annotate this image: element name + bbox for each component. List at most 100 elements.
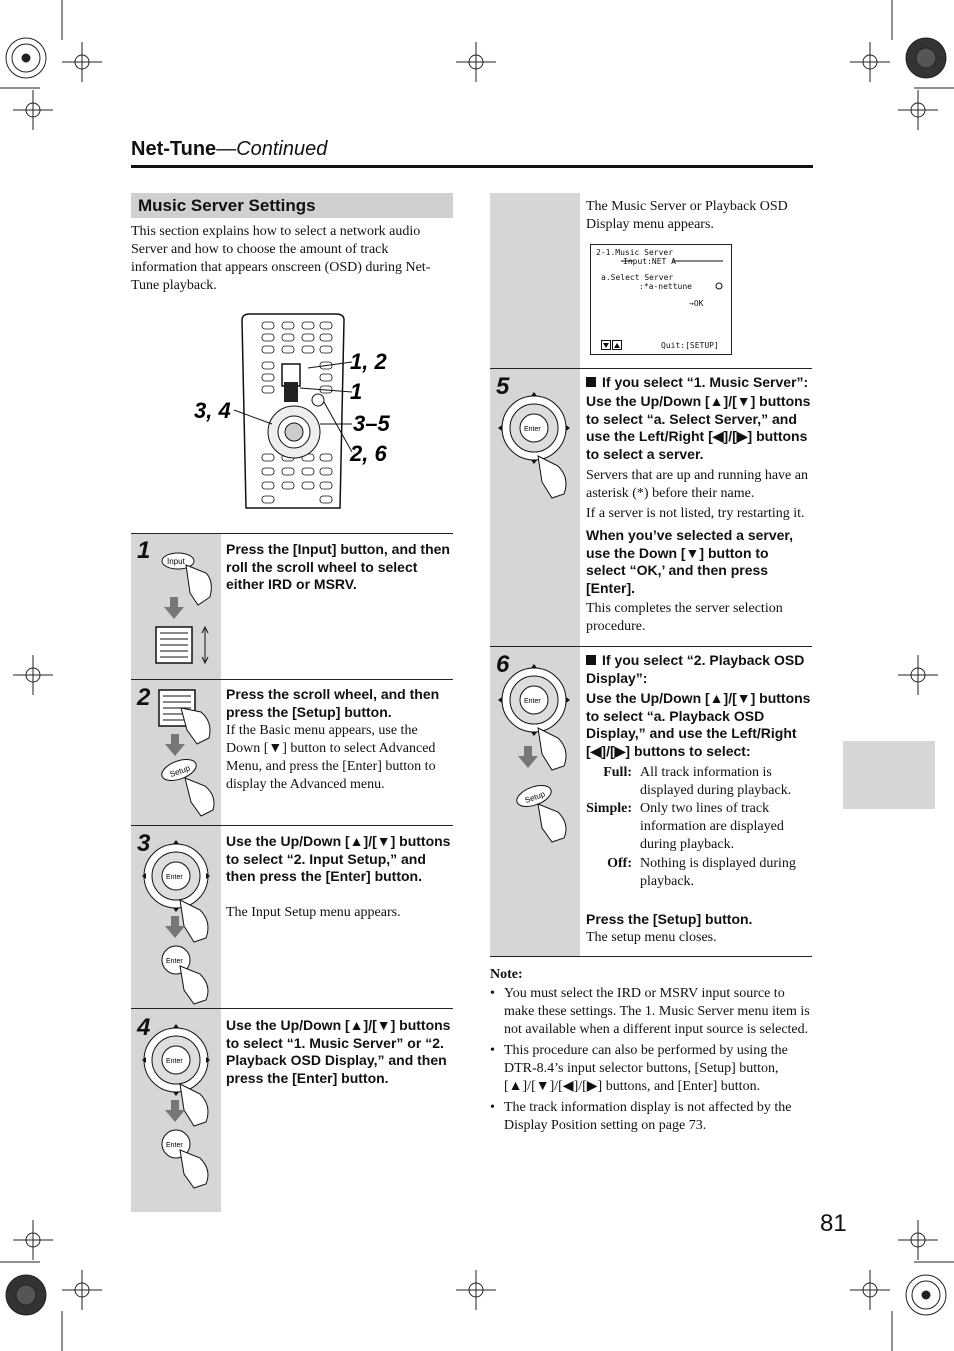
step-number: 4: [137, 1014, 151, 1041]
crosshair-icon: [13, 90, 53, 130]
step-number: 6: [496, 651, 510, 678]
crosshair-icon: [456, 42, 496, 82]
remote-callout: 3–5: [353, 411, 390, 436]
osd-line: →OK: [689, 299, 704, 308]
osd-screen: 2-1.Music Server Input:NET A a.Select Se…: [590, 244, 732, 355]
osd-updown-icon: [601, 340, 622, 350]
enter-button-label: Enter: [166, 874, 183, 881]
definition-item: Simple: Only two lines of track informat…: [586, 800, 812, 854]
remote-callout: 3, 4: [194, 398, 231, 423]
side-tab: [843, 741, 935, 809]
step-rule: [490, 646, 812, 647]
step3-instruction: Use the Up/Down [▲]/[▼] buttons to selec…: [226, 833, 451, 884]
crosshair-icon: [13, 655, 53, 695]
step6-heading: If you select “2. Playback OSD Display”:: [586, 652, 814, 687]
crosshair-icon: [850, 1270, 890, 1310]
osd-line: :*a-nettune: [639, 282, 692, 291]
definition-item: Full: All track information is displayed…: [586, 764, 812, 800]
header-title: Net-Tune: [131, 138, 217, 160]
step-number: 1: [137, 537, 151, 564]
crosshair-icon: [13, 1220, 53, 1260]
step6-instruction: Press the [Setup] button.: [586, 911, 753, 927]
input-button-label: Input: [167, 557, 186, 566]
step-rule: [490, 956, 812, 957]
crop-wheel-icon: [5, 37, 47, 79]
note-item: The track information display is not aff…: [490, 1099, 814, 1135]
header-rule: [131, 165, 813, 168]
enter-button-label: Enter: [524, 698, 541, 705]
note-item: This procedure can also be performed by …: [490, 1042, 814, 1096]
crosshair-icon: [898, 1220, 938, 1260]
definition-item: Off: Nothing is displayed during playbac…: [586, 855, 812, 891]
step-rule: [131, 679, 453, 680]
crosshair-icon: [898, 90, 938, 130]
section-title: Music Server Settings: [138, 196, 316, 215]
step-number: 3: [137, 830, 151, 857]
crop-wheel-icon: [5, 1274, 47, 1316]
square-bullet-icon: [586, 377, 596, 387]
step-rule: [131, 1008, 453, 1009]
step2-illustration: Setup: [158, 689, 215, 817]
definition-term: Simple:: [586, 801, 632, 816]
step-rule: [131, 825, 453, 826]
step-number: 5: [496, 373, 510, 400]
step5-heading: If you select “1. Music Server”:: [586, 374, 814, 392]
crosshair-icon: [850, 42, 890, 82]
osd-line: a.Select Server: [601, 273, 674, 282]
enter-button-label: Enter: [524, 426, 541, 433]
note-item: You must select the IRD or MSRV input so…: [490, 985, 814, 1039]
note-title: Note:: [490, 967, 523, 982]
step5-heading-text: If you select “1. Music Server”:: [602, 374, 809, 390]
step-rule: [131, 533, 453, 534]
step1-illustration: Input: [155, 552, 212, 665]
osd-line: 2-1.Music Server: [596, 248, 674, 257]
crosshair-icon: [456, 1270, 496, 1310]
step2-instruction: Press the scroll wheel, and then press t…: [226, 686, 440, 720]
remote-callout: 1: [350, 379, 362, 404]
crosshair-icon: [898, 655, 938, 695]
osd-divider-lines: [621, 260, 723, 290]
step-number: 2: [137, 684, 151, 711]
step4-illustration: Enter Enter: [142, 1024, 210, 1189]
step5-instruction: When you’ve selected a server, use the D…: [586, 527, 793, 596]
step3-illustration: Enter Enter: [142, 840, 210, 1005]
crop-wheel-icon: [905, 1274, 947, 1316]
definition-desc: Nothing is displayed during playback.: [640, 856, 796, 889]
definition-desc: All track information is displayed durin…: [640, 765, 792, 798]
step3-text: The Input Setup menu appears.: [226, 905, 401, 920]
step6-illustration: Enter Setup: [498, 664, 570, 843]
step2-text: If the Basic menu appears, use the Down …: [226, 723, 436, 792]
remote-callout: 2, 6: [349, 441, 387, 466]
step6-instruction: Use the Up/Down [▲]/[▼] buttons to selec…: [586, 690, 811, 759]
section-heading-box: Music Server Settings: [131, 193, 453, 218]
page-number: 81: [820, 1210, 847, 1237]
crosshair-icon: [62, 1270, 102, 1310]
step6-text: The setup menu closes.: [586, 930, 717, 945]
enter-button-label: Enter: [166, 958, 183, 965]
note-list: You must select the IRD or MSRV input so…: [490, 985, 814, 1138]
crop-wheel-icon: [905, 37, 947, 79]
step5-text: Servers that are up and running have an …: [586, 468, 808, 501]
remote-callout: 1, 2: [350, 349, 387, 374]
enter-button-label: Enter: [166, 1058, 183, 1065]
page-header: Net-Tune—Continued: [131, 138, 327, 161]
step5-instruction: Use the Up/Down [▲]/[▼] buttons to selec…: [586, 393, 811, 462]
step-rule: [490, 368, 812, 369]
section-intro: This section explains how to select a ne…: [131, 224, 431, 293]
osd-quit: Quit:[SETUP]: [661, 341, 719, 350]
step6-heading-text: If you select “2. Playback OSD Display”:: [586, 652, 805, 686]
step5-text: This completes the server selection proc…: [586, 601, 783, 634]
header-subtitle: —Continued: [216, 138, 328, 160]
remote-control-illustration: 1, 2 1 3, 4 3–5 2, 6: [194, 313, 390, 509]
definition-term: Full:: [603, 765, 632, 780]
step5-illustration: Enter: [498, 392, 570, 499]
step4-instruction: Use the Up/Down [▲]/[▼] buttons to selec…: [226, 1017, 451, 1086]
enter-button-label: Enter: [166, 1142, 183, 1149]
crosshair-icon: [62, 42, 102, 82]
step5-text: If a server is not listed, try restartin…: [586, 506, 805, 521]
definition-term: Off:: [607, 856, 632, 871]
step1-instruction: Press the [Input] button, and then roll …: [226, 541, 450, 592]
osd-intro-text: The Music Server or Playback OSD Display…: [586, 199, 788, 232]
square-bullet-icon: [586, 655, 596, 665]
